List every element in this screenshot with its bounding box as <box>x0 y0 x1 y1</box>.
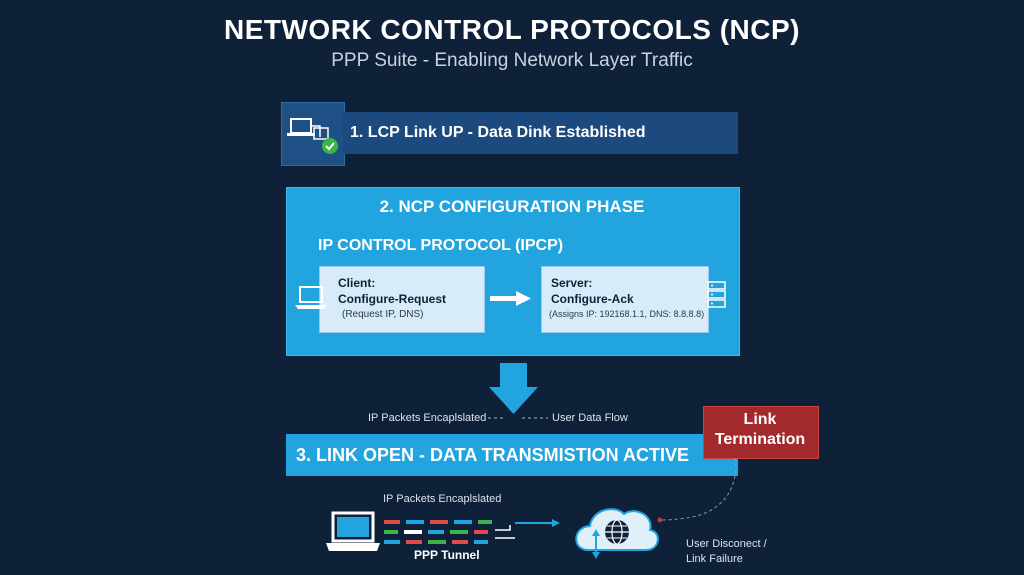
computer-link-check-icon <box>287 118 338 154</box>
client-message: Configure-Request <box>338 292 446 306</box>
step2-title: 2. NCP CONFIGURATION PHASE <box>379 197 645 216</box>
step3-label: 3. LINK OPEN - DATA TRANSMISTION ACTIVE <box>296 445 690 465</box>
ipcp-subtitle: IP CONTROL PROTOCOL (IPCP) <box>318 237 564 254</box>
cloud-globe-icon <box>575 508 659 559</box>
server-note: (Assigns IP: 192168.1.1, DNS: 8.8.8.8) <box>549 309 705 319</box>
packets-caption: IP Packets Encaplslated <box>383 493 502 505</box>
step1-label: 1. LCP Link UP - Data Dink Established <box>350 124 646 141</box>
link-termination-box <box>703 406 819 459</box>
server-heading: Server: <box>551 276 593 290</box>
link-termination-label: Link Termination <box>714 411 806 448</box>
client-heading: Client: <box>338 276 376 290</box>
tunnel-caption: PPP Tunnel <box>414 548 480 562</box>
server-card: Server: Configure-Ack (Assigns IP: 19216… <box>541 266 709 333</box>
step1-icon-box <box>281 102 345 166</box>
laptop-icon <box>326 511 380 551</box>
step1-bar <box>343 112 738 154</box>
page-title: NETWORK CONTROL PROTOCOLS (NCP) <box>223 14 800 45</box>
server-message: Configure-Ack <box>551 292 634 306</box>
client-note: (Request IP, DNS) <box>342 309 424 320</box>
phase-down-arrow <box>489 363 538 414</box>
ppp-tunnel-packets <box>384 519 560 544</box>
page-subtitle: PPP Suite - Enabling Network Layer Traff… <box>331 50 693 71</box>
client-card: Client: Configure-Request (Request IP, D… <box>319 266 485 333</box>
disconnect-caption: User Disconect / Link Failure <box>686 538 767 565</box>
flow-right-label: User Data Flow <box>552 412 628 424</box>
flow-left-label: IP Packets Encaplslated <box>368 412 487 424</box>
